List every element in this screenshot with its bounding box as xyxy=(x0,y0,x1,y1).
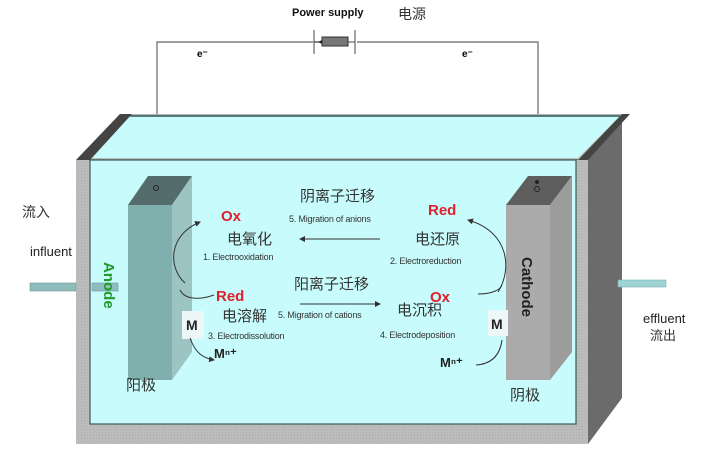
outlet-label: effluent xyxy=(643,311,686,326)
electrodissolution-en: 3. Electrodissolution xyxy=(208,331,285,341)
anion-migration-en: 5. Migration of anions xyxy=(289,214,371,224)
power-supply-icon xyxy=(313,30,356,54)
cation-migration-en: 5. Migration of cations xyxy=(278,310,362,320)
cation-migration-cn: 阳离子迁移 xyxy=(294,275,370,293)
outlet-pipe xyxy=(617,279,667,288)
anode-metal-label: M xyxy=(186,317,198,333)
electrodissolution-cn: 电溶解 xyxy=(222,307,268,325)
red-species-anode: Red xyxy=(216,288,245,305)
electrooxidation-cn: 电氧化 xyxy=(227,230,273,248)
red-species-cathode: Red xyxy=(428,202,457,219)
anode-loop-arrow xyxy=(179,289,215,299)
anode-label: Anode xyxy=(100,262,117,309)
cathode-metal-ion-label: Mⁿ⁺ xyxy=(440,355,463,370)
electroreduction-en: 2. Electroreduction xyxy=(390,256,462,266)
cathode-label-cn: 阴极 xyxy=(510,386,541,404)
metal-ion-to-cathode-arrow xyxy=(475,339,503,366)
cathode-metal-block xyxy=(488,310,508,336)
inlet-label-cn: 流入 xyxy=(22,205,50,221)
inlet-pipe xyxy=(29,282,119,292)
cathode-label: Cathode xyxy=(518,257,535,317)
cathode-metal-label: M xyxy=(491,316,503,332)
power-supply-label-cn: 电源 xyxy=(398,7,426,23)
electrodissolution-arrow xyxy=(189,337,215,363)
electrodeposition-arrow xyxy=(477,284,503,295)
electron-label-left: e⁻ xyxy=(197,49,208,60)
power-supply-label: Power supply xyxy=(292,7,364,19)
anion-migration-cn: 阴离子迁移 xyxy=(300,187,376,205)
ox-species-anode: Ox xyxy=(221,208,242,225)
electrooxidation-en: 1. Electrooxidation xyxy=(203,252,274,262)
electroreduction-arrow xyxy=(467,218,507,293)
outlet-label-cn: 流出 xyxy=(650,329,677,344)
electrooxidation-arrow xyxy=(173,221,201,284)
inlet-label: influent xyxy=(30,244,72,259)
anode-label-cn: 阳极 xyxy=(126,376,157,394)
electroreduction-cn: 电还原 xyxy=(415,230,461,248)
electrodeposition-en: 4. Electrodeposition xyxy=(380,330,456,340)
electron-label-right: e⁻ xyxy=(462,49,473,60)
anode-plate xyxy=(128,176,192,380)
anode-metal-ion-label: Mⁿ⁺ xyxy=(214,346,237,361)
electrodeposition-cn: 电沉积 xyxy=(397,301,443,319)
cathode-plate xyxy=(506,176,572,380)
ox-species-cathode: Ox xyxy=(430,289,451,306)
anode-metal-block xyxy=(182,311,204,339)
